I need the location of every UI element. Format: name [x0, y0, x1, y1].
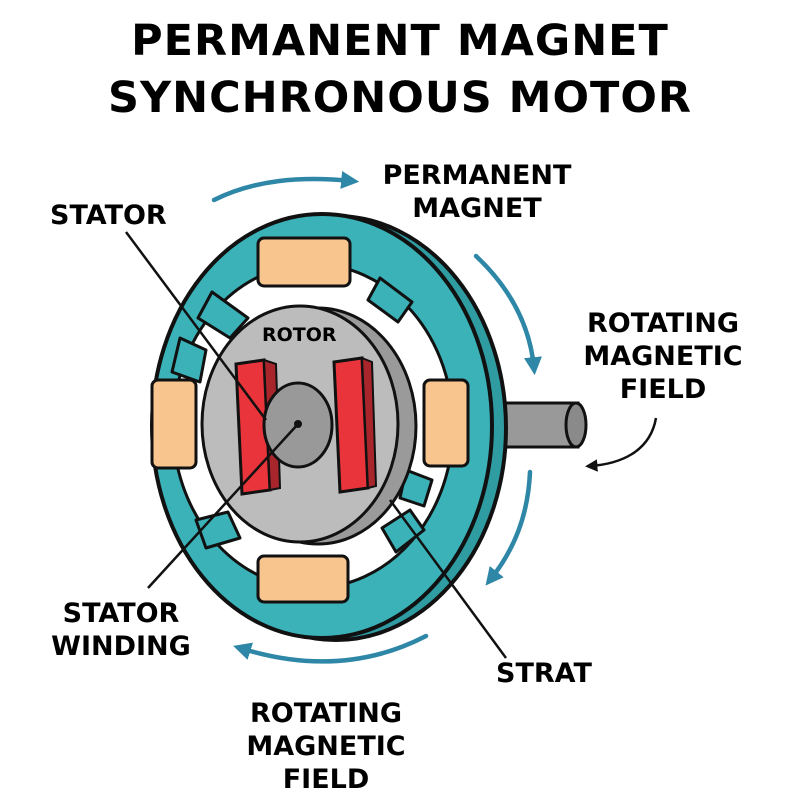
permanent-magnet-right [332, 356, 378, 494]
winding-top [256, 236, 352, 288]
label-rotor: ROTOR [262, 324, 337, 346]
label-rotating-field-right-line-1: ROTATING [586, 308, 740, 339]
arrow-right-lower [485, 469, 533, 586]
label-rotating-field-bottom-line-2: MAGNETIC [246, 731, 406, 762]
label-rotating-field-bottom-line-1: ROTATING [249, 698, 403, 729]
label-permanent-magnet-line-1: PERMANENT [382, 160, 572, 191]
arrow-top [211, 171, 360, 203]
winding-bottom [256, 554, 350, 604]
label-strat: STRAT [496, 658, 592, 689]
label-rotating-field-bottom: ROTATING MAGNETIC FIELD [226, 700, 426, 793]
stator-windings [150, 236, 470, 604]
stator-teeth [170, 276, 434, 554]
label-stator-winding: STATOR WINDING [40, 600, 202, 660]
winding-left [150, 378, 198, 470]
label-permanent-magnet-line-2: MAGNET [412, 193, 542, 224]
label-rotating-field-right-line-3: FIELD [619, 374, 707, 405]
title-line-1: PERMANENT MAGNET [131, 16, 669, 66]
rotation-arrows [211, 171, 542, 664]
winding-right [422, 378, 470, 468]
label-rotating-field-right: ROTATING MAGNETIC FIELD [574, 310, 752, 403]
label-permanent-magnet: PERMANENT MAGNET [372, 162, 582, 222]
title-line-2: SYNCHRONOUS MOTOR [107, 73, 693, 123]
label-stator-winding-line-1: STATOR [62, 598, 180, 629]
label-stator: STATOR [50, 200, 167, 231]
label-stator-winding-line-2: WINDING [51, 631, 191, 662]
arrow-bottom [233, 633, 429, 664]
label-rotating-field-right-line-2: MAGNETIC [583, 341, 743, 372]
leader-lines [124, 231, 658, 659]
arrow-right-upper [473, 253, 542, 376]
label-rotating-field-bottom-line-3: FIELD [282, 764, 370, 795]
